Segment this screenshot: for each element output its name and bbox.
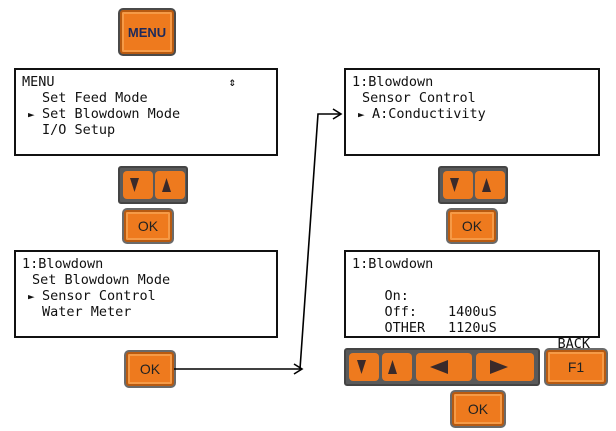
flow-arrowhead-lower — [293, 363, 304, 375]
lcd-setpoints: 1:Blowdown On: 1400uS Off: 1120uS OTHER … — [344, 250, 600, 352]
menu-item-set-feed-mode: Set Feed Mode — [42, 90, 148, 106]
flow-line — [174, 113, 340, 370]
menu-item-set-blowdown-mode: ►Set Blowdown Mode — [28, 106, 181, 122]
lcd-sensor-control: 1:Blowdown Sensor Control ►A:Conductivit… — [344, 68, 600, 156]
lcd-main-menu: MENU ⇕ Set Feed Mode ►Set Blowdown Mode … — [14, 68, 278, 156]
scroll-updown-icon: ⇕ — [228, 75, 236, 89]
ok-button-left-upper[interactable]: OK — [124, 210, 172, 242]
ok-button-right-lower[interactable]: OK — [452, 392, 504, 426]
screen-title: 1:Blowdown — [352, 256, 434, 272]
down-arrow-key[interactable] — [349, 353, 379, 381]
on-value: 1400uS — [448, 304, 497, 320]
flow-connector — [174, 108, 343, 375]
menu-title: MENU — [22, 74, 55, 90]
softkey-back: BACK — [557, 336, 590, 352]
menu-item-sensor-control: ►Sensor Control — [28, 288, 156, 304]
screen-title: 1:Blowdown — [22, 256, 104, 272]
menu-button[interactable]: MENU — [120, 10, 174, 54]
softkey-other: OTHER — [384, 320, 426, 336]
lcd-blowdown-menu: 1:Blowdown Set Blowdown Mode ►Sensor Con… — [14, 250, 278, 338]
key-glyphs-strip — [357, 360, 508, 374]
updown-keys-left — [118, 166, 188, 204]
off-setpoint-row: Off: 1120uS — [352, 288, 592, 336]
up-triangle-icon — [388, 360, 397, 374]
left-triangle-icon — [430, 360, 448, 374]
up-arrow-key[interactable] — [155, 171, 185, 199]
on-label: On: — [384, 288, 409, 304]
selection-arrow-icon: ► — [358, 108, 365, 121]
menu-item-water-meter: Water Meter — [42, 304, 132, 320]
f1-button[interactable]: F1 — [546, 350, 606, 384]
ok-button-left-lower[interactable]: OK — [126, 352, 174, 386]
down-triangle-icon — [450, 178, 459, 192]
off-value: 1120uS — [448, 320, 497, 336]
key-glyphs-right — [450, 178, 491, 192]
menu-item-set-blowdown-mode: Set Blowdown Mode — [32, 272, 171, 288]
key-glyphs-left — [130, 178, 171, 192]
up-triangle-icon — [482, 178, 491, 192]
down-arrow-key[interactable] — [443, 171, 473, 199]
right-triangle-icon — [490, 360, 508, 374]
screen-title: 1:Blowdown — [352, 74, 434, 90]
on-setpoint-row: On: 1400uS — [352, 272, 592, 320]
softkey-row: OTHER BACK — [352, 304, 592, 352]
down-triangle-icon — [130, 178, 139, 192]
selection-arrow-icon: ► — [28, 290, 35, 303]
off-label: Off: — [384, 304, 418, 320]
up-arrow-key[interactable] — [382, 353, 412, 381]
up-arrow-key[interactable] — [475, 171, 505, 199]
ok-button-right-upper[interactable]: OK — [448, 210, 496, 242]
selection-arrow-icon: ► — [28, 108, 35, 121]
up-triangle-icon — [162, 178, 171, 192]
flow-arrowhead-upper — [332, 108, 343, 120]
down-arrow-key[interactable] — [123, 171, 153, 199]
menu-item-io-setup: I/O Setup — [42, 122, 116, 138]
menu-item-a-conductivity: ►A:Conductivity — [358, 106, 486, 122]
screen-subtitle: Sensor Control — [362, 90, 476, 106]
down-triangle-icon — [357, 360, 366, 374]
updown-keys-right — [438, 166, 508, 204]
